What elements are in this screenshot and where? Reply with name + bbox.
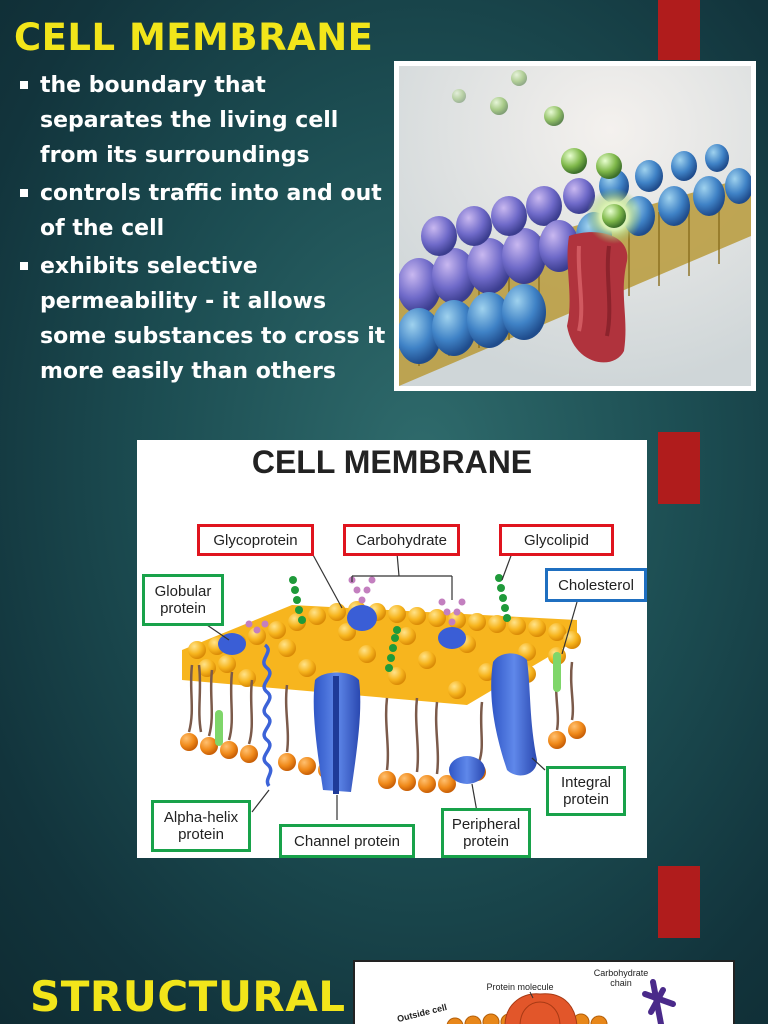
thumb-label-protein-molecule: Protein molecule [486, 982, 554, 992]
square-bullet-icon [20, 262, 28, 270]
label-globular-protein: Globular protein [142, 574, 224, 626]
label-cholesterol: Cholesterol [545, 568, 647, 602]
membrane-3d-illustration [399, 66, 751, 386]
square-bullet-icon [20, 189, 28, 197]
cell-membrane-diagram: CELL MEMBRANE [137, 440, 647, 858]
label-glycolipid: Glycolipid [499, 524, 614, 556]
slide-title: CELL MEMBRANE [14, 16, 374, 59]
label-integral-protein: Integral protein [546, 766, 626, 816]
bullet-item: controls traffic into and out of the cel… [18, 176, 388, 246]
slide-accent-bar [658, 866, 700, 938]
membrane-photo [394, 61, 756, 391]
thumb-label-carbohydrate-chain: Carbohydrate chain [593, 968, 649, 988]
label-alpha-helix-protein: Alpha-helix protein [151, 800, 251, 852]
label-glycoprotein: Glycoprotein [197, 524, 314, 556]
square-bullet-icon [20, 81, 28, 89]
structure-diagram-thumbnail: Protein molecule Carbohydrate chain Outs… [353, 960, 735, 1024]
slide-accent-bar [658, 432, 700, 504]
structural-title: STRUCTURAL [30, 972, 346, 1021]
diagram-title: CELL MEMBRANE [251, 444, 533, 480]
membrane-diagram-art [180, 552, 586, 820]
bullet-item: exhibits selective permeability - it all… [18, 249, 388, 389]
label-channel-protein: Channel protein [279, 824, 415, 858]
label-peripheral-protein: Peripheral protein [441, 808, 531, 858]
label-carbohydrate: Carbohydrate [343, 524, 460, 556]
slide-accent-bar [658, 0, 700, 60]
structure-diagram-art [446, 979, 676, 1024]
bullet-item: the boundary that separates the living c… [18, 68, 388, 173]
bullet-list: the boundary that separates the living c… [18, 68, 388, 392]
